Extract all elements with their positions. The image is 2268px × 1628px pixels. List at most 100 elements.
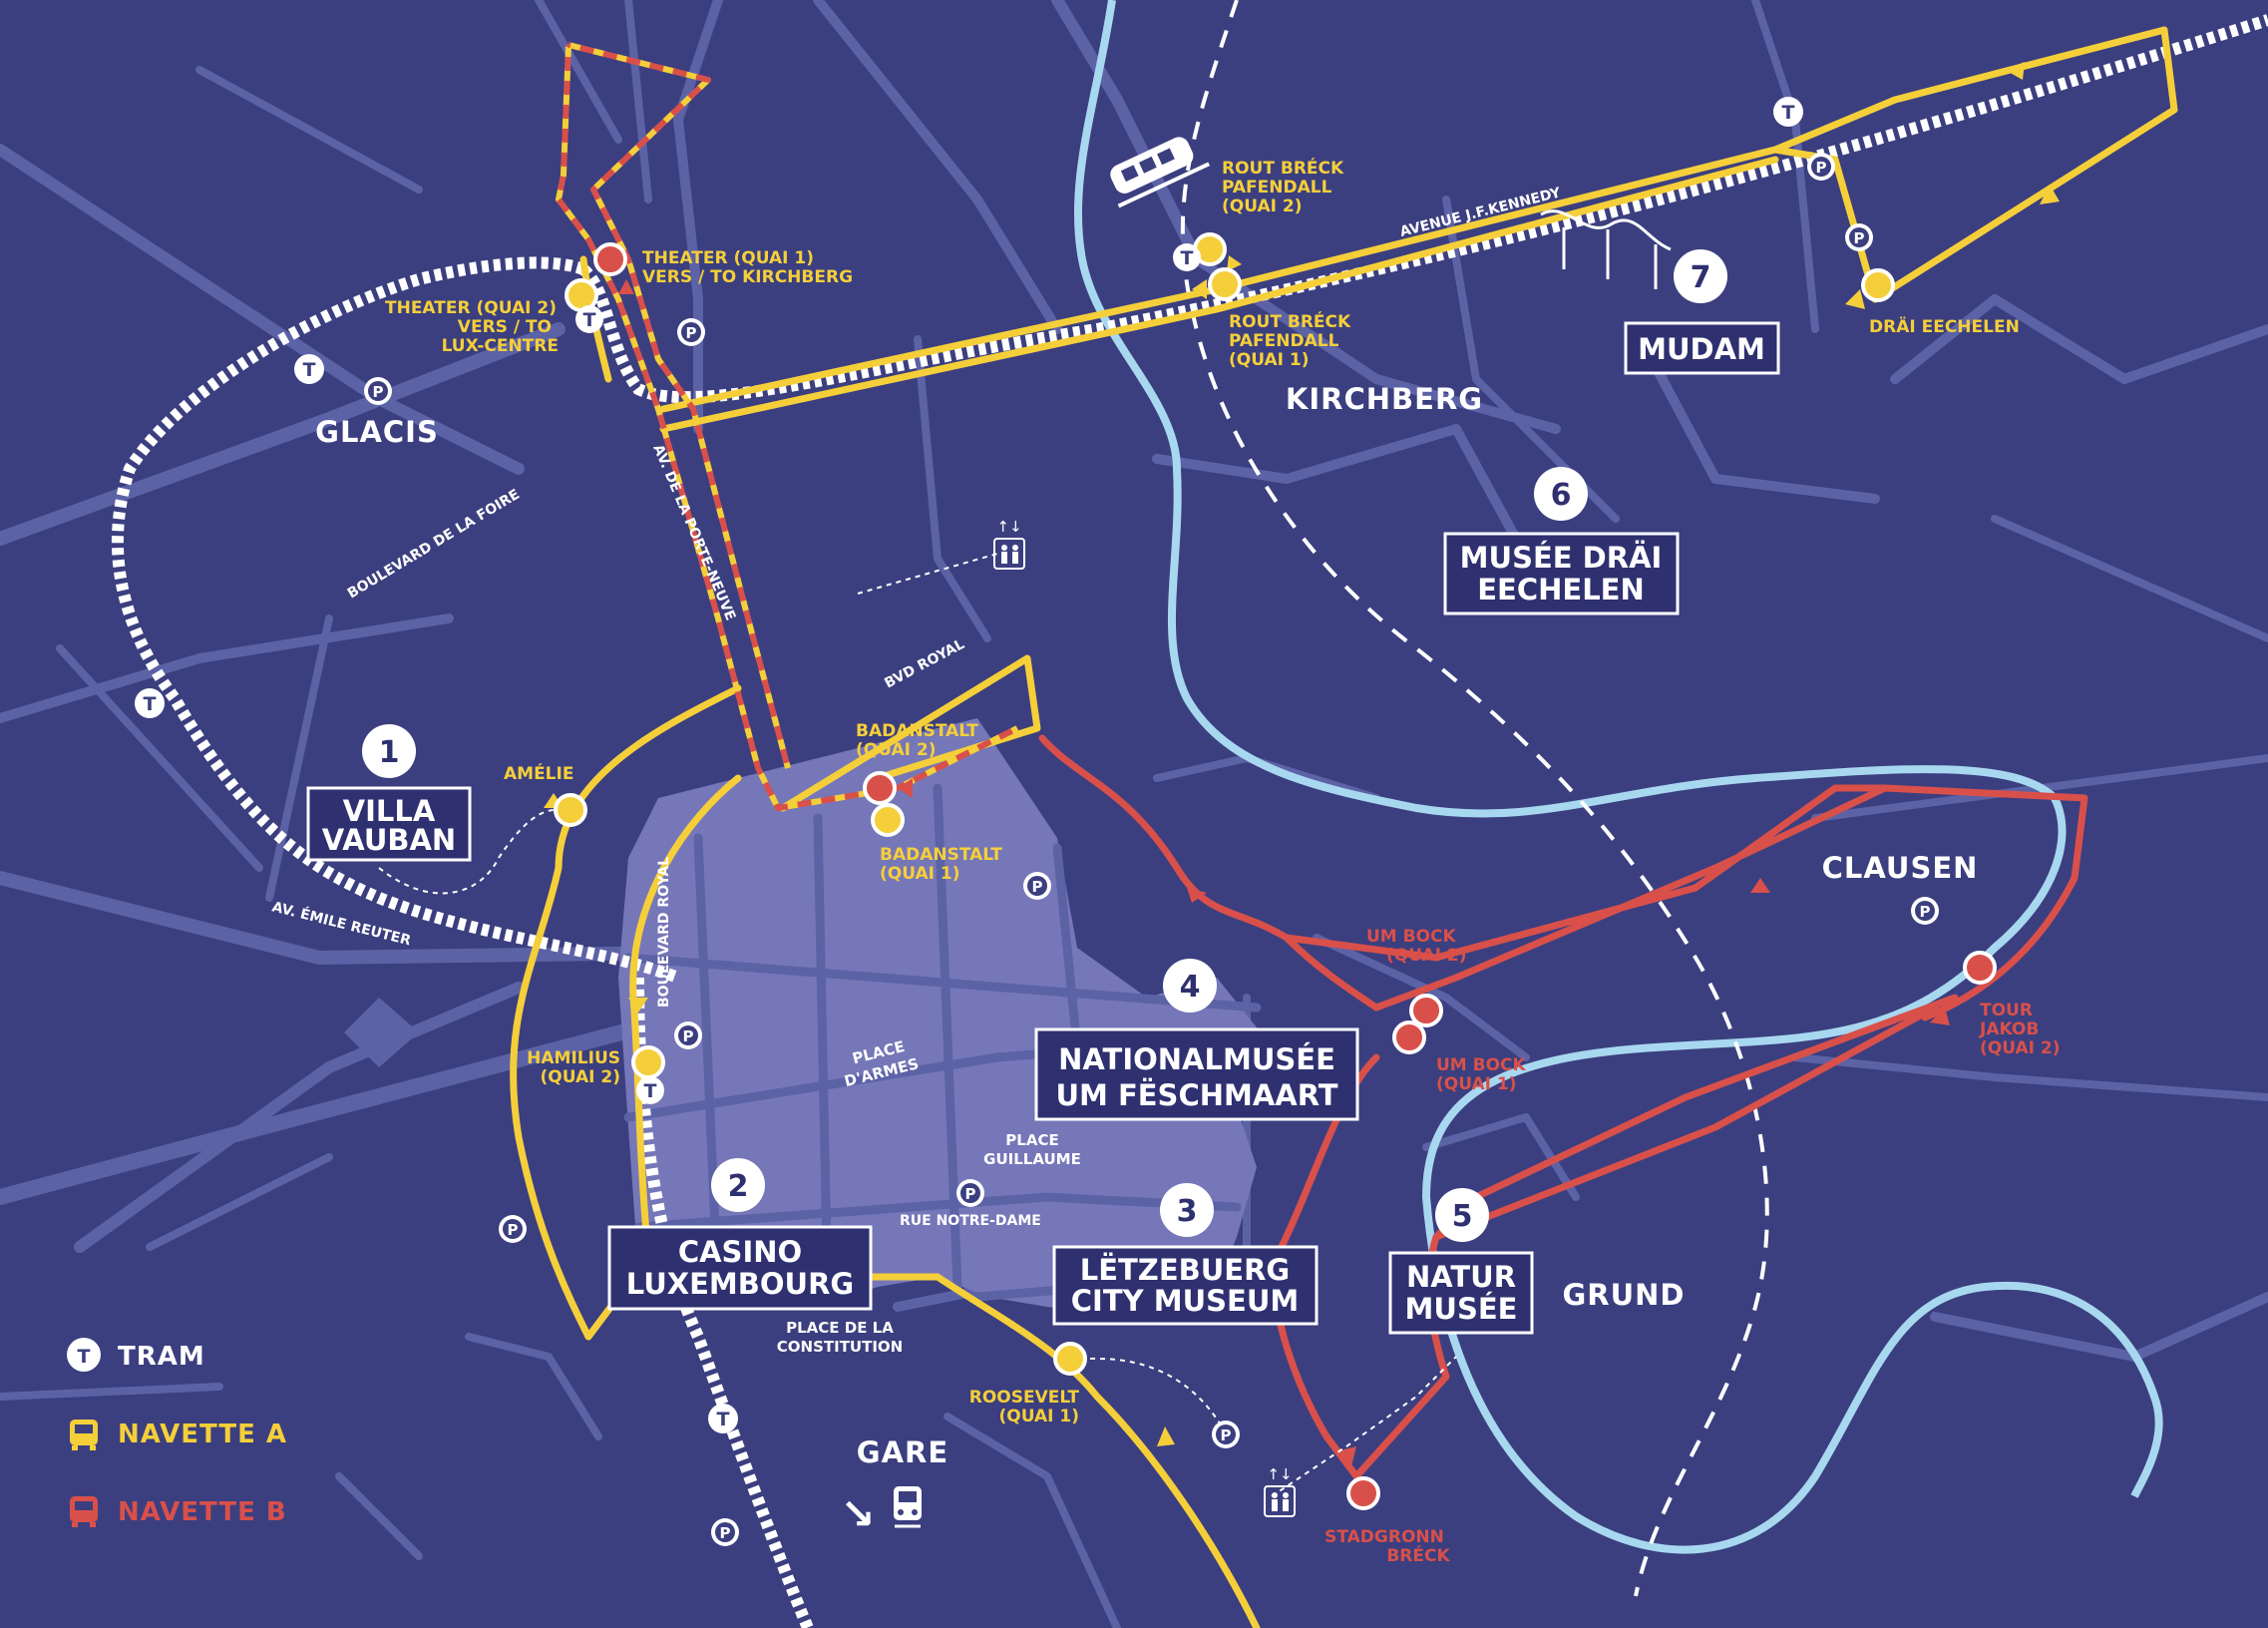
svg-text:P: P (1816, 159, 1827, 177)
svg-text:P: P (508, 1221, 519, 1239)
svg-text:T: T (144, 693, 157, 715)
museum-2[interactable]: 2 CASINO LUXEMBOURG (607, 1158, 873, 1311)
museum-1[interactable]: 1 VILLA VAUBAN (306, 724, 472, 862)
parking-icon: P (674, 1021, 702, 1049)
stop-amelie[interactable] (554, 793, 587, 827)
svg-text:T: T (78, 1346, 91, 1368)
museum-4-line1: NATIONALMUSÉE (1058, 1042, 1335, 1076)
svg-text:P: P (686, 324, 697, 342)
label-roosevelt-line1: ROOSEVELT (969, 1388, 1080, 1408)
legend: T TRAM NAVETTE A NAVETTE B (67, 1338, 286, 1527)
museum-5-number: 5 (1452, 1199, 1473, 1234)
label-badanstalt-quai2-line1: BADANSTALT (856, 721, 978, 741)
direction-arrows (544, 62, 2060, 1466)
parking-icon: P (956, 1179, 984, 1207)
label-hamilius-line1: HAMILIUS (527, 1048, 620, 1068)
stop-theater-quai1[interactable] (593, 242, 627, 276)
street-rue-notre-dame: RUE NOTRE-DAME (900, 1213, 1041, 1229)
svg-text:P: P (1221, 1426, 1232, 1444)
stop-hamilius[interactable] (631, 1045, 665, 1079)
label-tour-jakob-line1: TOUR (1980, 1001, 2033, 1020)
museum-4-box (1034, 1027, 1359, 1121)
museum-5[interactable]: 5 NATUR MUSÉE (1388, 1188, 1534, 1335)
svg-text:T: T (1782, 102, 1795, 124)
svg-text:↑↓: ↑↓ (1267, 1465, 1292, 1483)
parking-icon: P (364, 377, 392, 405)
svg-text:P: P (1032, 878, 1043, 896)
tram-icon: T (1773, 97, 1803, 127)
label-rout-quai2-line3: (QUAI 2) (1222, 197, 1303, 216)
tram-lines (112, 14, 2268, 1628)
museum-2-line2: LUXEMBOURG (626, 1267, 854, 1301)
parking-icon: P (711, 1518, 739, 1546)
walking-paths (378, 553, 1457, 1497)
label-tour-jakob-line3: (QUAI 2) (1980, 1038, 2061, 1058)
museum-7-box (1624, 321, 1780, 375)
district-kirchberg: KIRCHBERG (1286, 382, 1483, 416)
parking-icon: P (1845, 223, 1873, 251)
museum-5-number-badge (1435, 1188, 1489, 1242)
museum-6-box (1443, 532, 1680, 615)
street-boulevard-royal: BOULEVARD ROYAL (656, 857, 672, 1008)
stop-tour-jakob[interactable] (1963, 951, 1997, 985)
stop-badanstalt-quai2[interactable] (863, 771, 897, 805)
stop-drai-eechelen[interactable] (1861, 268, 1895, 302)
museum-7-number: 7 (1691, 260, 1711, 295)
svg-text:T: T (303, 359, 316, 381)
label-theater-quai1-line2: VERS / TO KIRCHBERG (642, 267, 853, 287)
stop-stadgronn-breck[interactable] (1346, 1476, 1380, 1510)
stop-rout-breck-quai1[interactable] (1208, 267, 1242, 301)
parking-icons: P P P P P P P P P P P (364, 153, 1939, 1546)
parking-icon: P (1023, 872, 1051, 900)
elevator-icon: ↑↓ (1264, 1465, 1296, 1517)
museum-7[interactable]: 7 MUDAM (1624, 249, 1780, 375)
stop-um-bock-quai1[interactable] (1392, 1020, 1426, 1054)
museum-6[interactable]: 6 MUSÉE DRÄI EECHELEN (1443, 467, 1680, 615)
label-um-bock-quai2-line2: (QUAI 2) (1386, 946, 1467, 966)
museum-6-number-badge (1534, 467, 1588, 521)
label-um-bock-quai2-line1: UM BOCK (1366, 927, 1457, 947)
parking-icon: P (499, 1215, 527, 1243)
legend-tram-label: TRAM (118, 1342, 205, 1372)
district-glacis: GLACIS (315, 415, 439, 449)
museum-3-line1: LËTZEBUERG (1080, 1253, 1291, 1287)
bridge-icon (1540, 209, 1672, 289)
roundabout-shape (344, 998, 419, 1067)
svg-text:P: P (683, 1027, 694, 1045)
museum-7-number-badge (1674, 249, 1727, 303)
label-rout-quai1-line1: ROUT BRÉCK (1229, 310, 1351, 332)
tram-icon: T (135, 688, 165, 718)
museum-2-number-badge (711, 1158, 765, 1212)
svg-text:P: P (720, 1524, 731, 1542)
gare-direction-arrow: ↘ (840, 1489, 875, 1538)
stop-um-bock-quai2[interactable] (1409, 994, 1443, 1027)
label-stadgronn-line2: BRÉCK (1386, 1544, 1450, 1566)
museum-3[interactable]: 3 LËTZEBUERG CITY MUSEUM (1052, 1183, 1319, 1326)
svg-text:T: T (644, 1080, 657, 1102)
label-tour-jakob-line2: JAKOB (1979, 1019, 2039, 1039)
museum-4-line2: UM FËSCHMAART (1055, 1078, 1337, 1112)
museum-4-number: 4 (1180, 970, 1201, 1005)
tram-icon: T (636, 1076, 664, 1104)
elevator-icon: ↑↓ (993, 518, 1025, 570)
parking-icon: P (1807, 153, 1835, 181)
parking-icon: P (677, 318, 705, 346)
legend-tram-icon (67, 1338, 101, 1372)
label-drai-eechelen: DRÄI EECHELEN (1869, 315, 2020, 337)
stop-badanstalt-quai1[interactable] (871, 803, 905, 837)
svg-text:T: T (1181, 247, 1194, 269)
label-rout-quai2-line2: PAFENDALL (1222, 178, 1332, 198)
label-hamilius-line2: (QUAI 2) (540, 1067, 620, 1087)
stop-roosevelt[interactable] (1053, 1342, 1087, 1376)
label-um-bock-quai1-line2: (QUAI 1) (1436, 1074, 1517, 1094)
museum-3-box (1052, 1245, 1319, 1326)
museum-4[interactable]: 4 NATIONALMUSÉE UM FËSCHMAART (1034, 959, 1359, 1121)
label-badanstalt-quai1-line1: BADANSTALT (880, 845, 1002, 865)
district-clausen: CLAUSEN (1822, 851, 1979, 885)
tram-icons: T T T T T T T (135, 97, 1803, 1433)
label-rout-quai1-line3: (QUAI 1) (1229, 350, 1310, 370)
label-theater-quai2-line3: LUX-CENTRE (442, 336, 559, 356)
tram-icon: T (708, 1404, 738, 1433)
label-theater-quai2-line1: THEATER (QUAI 2) (385, 298, 557, 318)
